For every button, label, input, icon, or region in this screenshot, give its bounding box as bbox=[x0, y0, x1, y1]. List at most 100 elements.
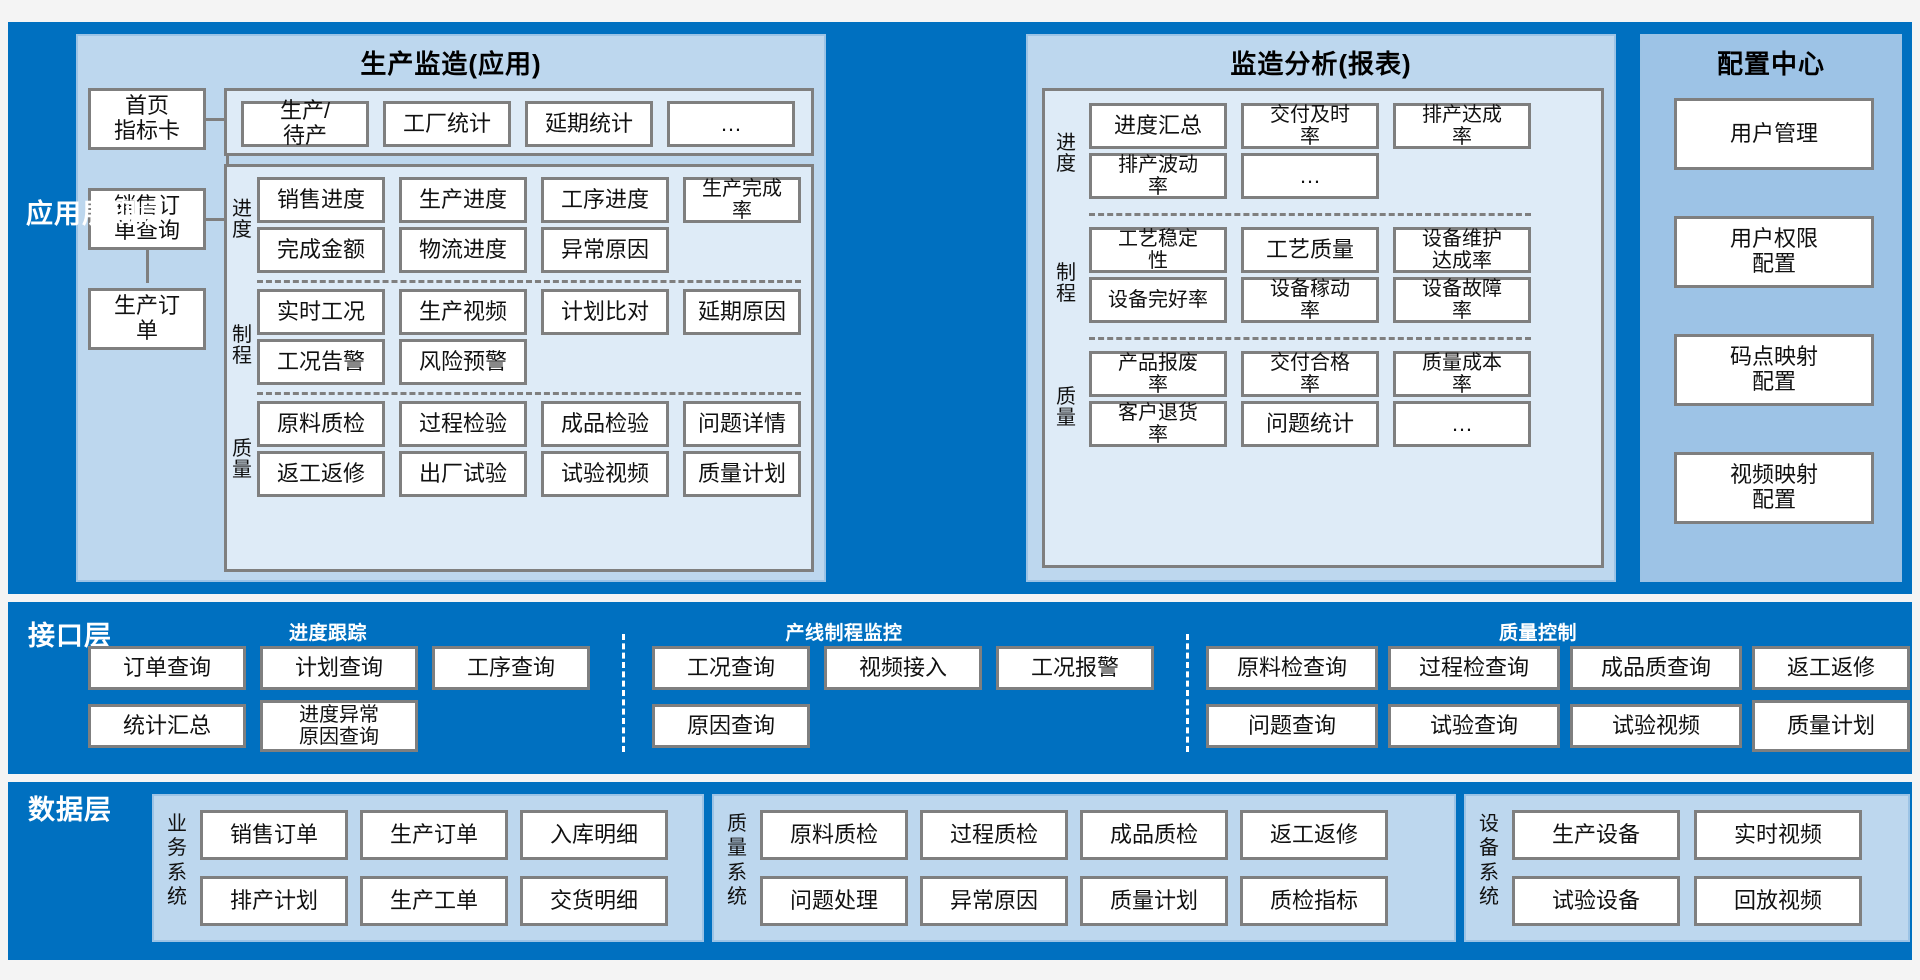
report-card-delivery-pass[interactable]: 交付合格 率 bbox=[1241, 351, 1379, 397]
app-card-status-alarm[interactable]: 工况告警 bbox=[257, 339, 385, 385]
app-card-logistics-progress[interactable]: 物流进度 bbox=[399, 227, 527, 273]
data-card-inspect-kpi[interactable]: 质检指标 bbox=[1240, 876, 1388, 926]
if-card-reason-query[interactable]: 原因查询 bbox=[652, 704, 810, 748]
app-card-factory-stats[interactable]: 工厂统计 bbox=[383, 101, 511, 147]
nav-card-home-kpi[interactable]: 首页 指标卡 bbox=[88, 88, 206, 150]
report-card-process-quality[interactable]: 工艺质量 bbox=[1241, 227, 1379, 273]
config-card-user-permission[interactable]: 用户权限 配置 bbox=[1674, 216, 1874, 288]
data-layer-label: 数据层 bbox=[28, 795, 112, 825]
if-card-process-inspect-query[interactable]: 过程检查询 bbox=[1388, 646, 1560, 690]
data-card-process-inspect[interactable]: 过程质检 bbox=[920, 810, 1068, 860]
app-card-process-progress[interactable]: 工序进度 bbox=[541, 177, 669, 223]
business-system-box: 业 务 系 统 销售订单 生产订单 入库明细 排产计划 生产工单 交货明细 bbox=[152, 794, 704, 942]
app-panel: 生产监造(应用) 首页 指标卡 销售订 单查询 生产订 单 生产/ 待产 工厂统… bbox=[76, 34, 826, 582]
equipment-system-label: 设 备 系 统 bbox=[1479, 813, 1499, 909]
if-card-process-query[interactable]: 工序查询 bbox=[432, 646, 590, 690]
data-layer-band: 数据层 业 务 系 统 销售订单 生产订单 入库明细 排产计划 生产工单 交货明… bbox=[8, 782, 1912, 960]
if-card-status-query[interactable]: 工况查询 bbox=[652, 646, 810, 690]
if-card-finished-inspect-query[interactable]: 成品质查询 bbox=[1570, 646, 1742, 690]
app-card-factory-test[interactable]: 出厂试验 bbox=[399, 451, 527, 497]
config-card-user-management[interactable]: 用户管理 bbox=[1674, 98, 1874, 170]
config-card-code-point-map[interactable]: 码点映射 配置 bbox=[1674, 334, 1874, 406]
nav-card-sales-order-query[interactable]: 销售订 单查询 bbox=[88, 188, 206, 250]
app-card-quality-plan[interactable]: 质量计划 bbox=[683, 451, 801, 497]
if-card-test-query[interactable]: 试验查询 bbox=[1388, 704, 1560, 748]
if-card-rework[interactable]: 返工返修 bbox=[1752, 646, 1910, 690]
data-card-production-equipment[interactable]: 生产设备 bbox=[1512, 810, 1680, 860]
data-card-schedule-plan[interactable]: 排产计划 bbox=[200, 876, 348, 926]
data-card-work-order[interactable]: 生产工单 bbox=[360, 876, 508, 926]
data-card-test-equipment[interactable]: 试验设备 bbox=[1512, 876, 1680, 926]
app-card-completed-amount[interactable]: 完成金额 bbox=[257, 227, 385, 273]
if-card-issue-query[interactable]: 问题查询 bbox=[1206, 704, 1378, 748]
connector-sales-to-order bbox=[146, 248, 149, 283]
if-card-material-inspect-query[interactable]: 原料检查询 bbox=[1206, 646, 1378, 690]
report-card-equip-failure[interactable]: 设备故障 率 bbox=[1393, 277, 1531, 323]
if-card-video-access[interactable]: 视频接入 bbox=[824, 646, 982, 690]
config-card-video-map[interactable]: 视频映射 配置 bbox=[1674, 452, 1874, 524]
if-card-test-video[interactable]: 试验视频 bbox=[1570, 704, 1742, 748]
app-card-rework[interactable]: 返工返修 bbox=[257, 451, 385, 497]
app-panel-title: 生产监造(应用) bbox=[360, 49, 542, 79]
app-card-more-top[interactable]: … bbox=[667, 101, 795, 147]
app-main-group: 进 度 销售进度 生产进度 工序进度 生产完成 率 完成金额 物流进度 异常原因… bbox=[224, 164, 814, 572]
app-card-production-progress[interactable]: 生产进度 bbox=[399, 177, 527, 223]
report-card-schedule-attain[interactable]: 排产达成 率 bbox=[1393, 103, 1531, 149]
connector-home-kpi bbox=[206, 118, 228, 121]
if-card-progress-abnormal-reason[interactable]: 进度异常 原因查询 bbox=[260, 700, 418, 752]
data-card-delivery-detail[interactable]: 交货明细 bbox=[520, 876, 668, 926]
app-card-prod-wait[interactable]: 生产/ 待产 bbox=[241, 99, 369, 148]
report-card-equip-intact-rate[interactable]: 设备完好率 bbox=[1089, 277, 1227, 323]
report-card-maint-attain[interactable]: 设备维护 达成率 bbox=[1393, 227, 1531, 273]
app-card-plan-compare[interactable]: 计划比对 bbox=[541, 289, 669, 335]
nav-card-production-order[interactable]: 生产订 单 bbox=[88, 288, 206, 350]
data-card-quality-plan[interactable]: 质量计划 bbox=[1080, 876, 1228, 926]
data-card-sales-order[interactable]: 销售订单 bbox=[200, 810, 348, 860]
equipment-system-box: 设 备 系 统 生产设备 实时视频 试验设备 回放视频 bbox=[1464, 794, 1910, 942]
app-card-delay-stats[interactable]: 延期统计 bbox=[525, 101, 653, 147]
if-card-plan-query[interactable]: 计划查询 bbox=[260, 646, 418, 690]
interface-divider-1 bbox=[622, 634, 625, 752]
if-card-quality-plan[interactable]: 质量计划 bbox=[1752, 700, 1910, 752]
data-card-material-inspect[interactable]: 原料质检 bbox=[760, 810, 908, 860]
app-card-risk-warning[interactable]: 风险预警 bbox=[399, 339, 527, 385]
app-card-material-inspection[interactable]: 原料质检 bbox=[257, 401, 385, 447]
data-card-rework[interactable]: 返工返修 bbox=[1240, 810, 1388, 860]
app-card-issue-detail[interactable]: 问题详情 bbox=[683, 401, 801, 447]
report-card-customer-return[interactable]: 客户退货 率 bbox=[1089, 401, 1227, 447]
report-card-process-stability[interactable]: 工艺稳定 性 bbox=[1089, 227, 1227, 273]
app-card-realtime-status[interactable]: 实时工况 bbox=[257, 289, 385, 335]
app-card-abnormal-reason[interactable]: 异常原因 bbox=[541, 227, 669, 273]
data-card-finished-inspect[interactable]: 成品质检 bbox=[1080, 810, 1228, 860]
report-panel-title: 监造分析(报表) bbox=[1230, 49, 1412, 79]
data-card-playback-video[interactable]: 回放视频 bbox=[1694, 876, 1862, 926]
connector-sales-query bbox=[206, 218, 228, 221]
app-card-process-inspection[interactable]: 过程检验 bbox=[399, 401, 527, 447]
report-card-more-progress[interactable]: … bbox=[1241, 153, 1379, 199]
report-card-on-time-delivery[interactable]: 交付及时 率 bbox=[1241, 103, 1379, 149]
report-card-equip-utilization[interactable]: 设备稼动 率 bbox=[1241, 277, 1379, 323]
app-card-completion-rate[interactable]: 生产完成 率 bbox=[683, 177, 801, 223]
app-card-finished-inspection[interactable]: 成品检验 bbox=[541, 401, 669, 447]
report-card-quality-cost[interactable]: 质量成本 率 bbox=[1393, 351, 1531, 397]
if-card-order-query[interactable]: 订单查询 bbox=[88, 646, 246, 690]
config-panel-title: 配置中心 bbox=[1716, 49, 1825, 79]
app-card-sales-progress[interactable]: 销售进度 bbox=[257, 177, 385, 223]
if-card-stat-summary[interactable]: 统计汇总 bbox=[88, 704, 246, 748]
data-card-realtime-video[interactable]: 实时视频 bbox=[1694, 810, 1862, 860]
data-card-issue-handling[interactable]: 问题处理 bbox=[760, 876, 908, 926]
data-card-inbound-detail[interactable]: 入库明细 bbox=[520, 810, 668, 860]
report-card-progress-summary[interactable]: 进度汇总 bbox=[1089, 103, 1227, 149]
if-card-status-alarm[interactable]: 工况报警 bbox=[996, 646, 1154, 690]
report-card-scrap-rate[interactable]: 产品报废 率 bbox=[1089, 351, 1227, 397]
data-card-production-order[interactable]: 生产订单 bbox=[360, 810, 508, 860]
section-label-quality: 质 量 bbox=[232, 438, 252, 481]
report-card-more-quality[interactable]: … bbox=[1393, 401, 1531, 447]
report-card-issue-stats[interactable]: 问题统计 bbox=[1241, 401, 1379, 447]
app-card-delay-reason[interactable]: 延期原因 bbox=[683, 289, 801, 335]
report-card-schedule-fluct[interactable]: 排产波动 率 bbox=[1089, 153, 1227, 199]
app-card-test-video[interactable]: 试验视频 bbox=[541, 451, 669, 497]
data-card-abnormal-reason[interactable]: 异常原因 bbox=[920, 876, 1068, 926]
app-card-production-video[interactable]: 生产视频 bbox=[399, 289, 527, 335]
